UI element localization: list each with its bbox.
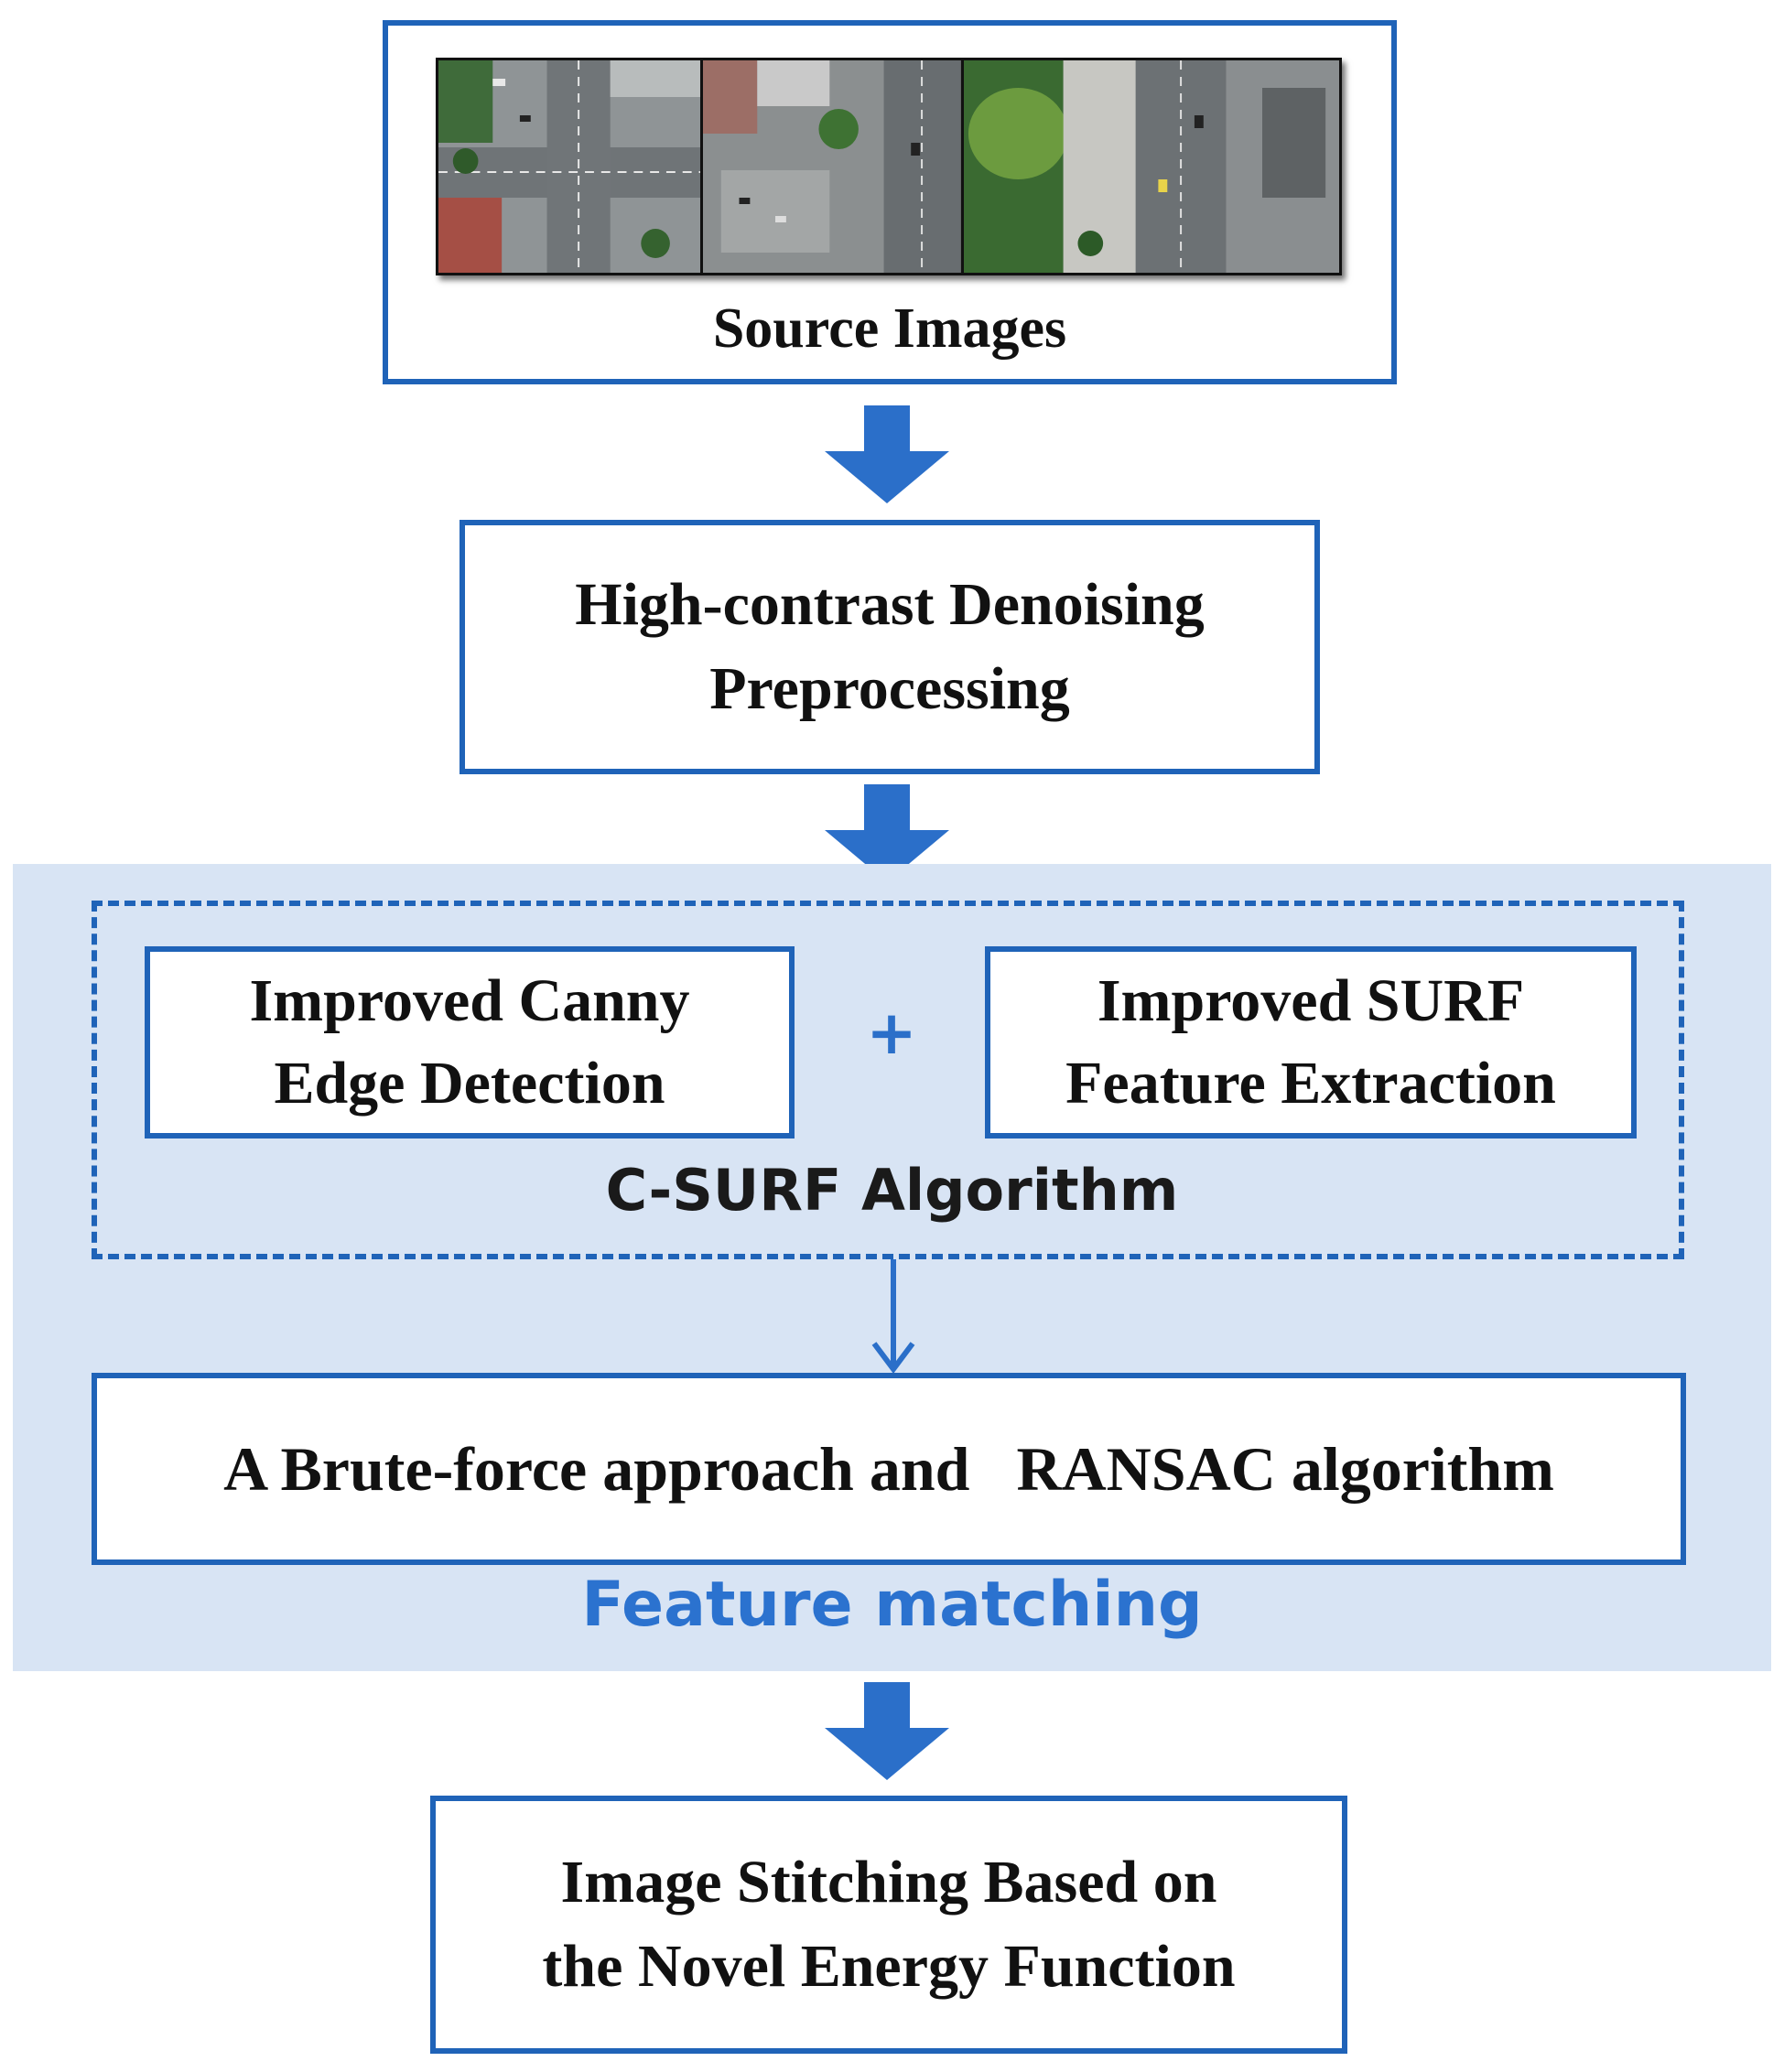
source-images-label: Source Images <box>712 297 1067 360</box>
c-surf-algorithm-label: C-SURF Algorithm <box>605 1157 1179 1224</box>
improved-surf-box: Improved SURF Feature Extraction <box>985 946 1637 1139</box>
down-arrow-icon <box>825 1682 949 1780</box>
improved-canny-box: Improved Canny Edge Detection <box>145 946 795 1139</box>
aerial-photo-park-road <box>961 60 1339 273</box>
stitching-line-1: Image Stitching Based on <box>560 1849 1217 1916</box>
denoising-preprocessing-box: High-contrast Denoising Preprocessing <box>460 520 1320 774</box>
down-arrow-icon <box>825 405 949 503</box>
brute-force-ransac-text: A Brute-force approach and RANSAC algori… <box>223 1433 1554 1504</box>
aerial-photo-street <box>700 60 962 273</box>
thin-down-arrow-icon <box>871 1259 915 1373</box>
feature-matching-panel: Improved Canny Edge Detection + Improved… <box>13 864 1771 1671</box>
surf-line-1: Improved SURF <box>1097 967 1525 1034</box>
image-stitching-box: Image Stitching Based on the Novel Energ… <box>430 1796 1347 2054</box>
stitching-line-2: the Novel Energy Function <box>542 1933 1236 2000</box>
c-surf-algorithm-group <box>92 901 1684 1259</box>
aerial-photo-intersection <box>438 60 701 273</box>
aerial-photo-strip <box>436 58 1342 275</box>
denoising-line-1: High-contrast Denoising <box>575 571 1205 638</box>
source-images-box: Source Images <box>383 20 1397 384</box>
surf-line-2: Feature Extraction <box>1065 1050 1556 1117</box>
down-arrow-icon <box>825 784 949 882</box>
brute-force-ransac-box: A Brute-force approach and RANSAC algori… <box>92 1373 1686 1565</box>
canny-line-1: Improved Canny <box>249 967 690 1034</box>
feature-matching-label: Feature matching <box>581 1569 1203 1641</box>
plus-sign: + <box>866 998 917 1068</box>
canny-line-2: Edge Detection <box>274 1050 665 1117</box>
denoising-line-2: Preprocessing <box>709 655 1070 722</box>
